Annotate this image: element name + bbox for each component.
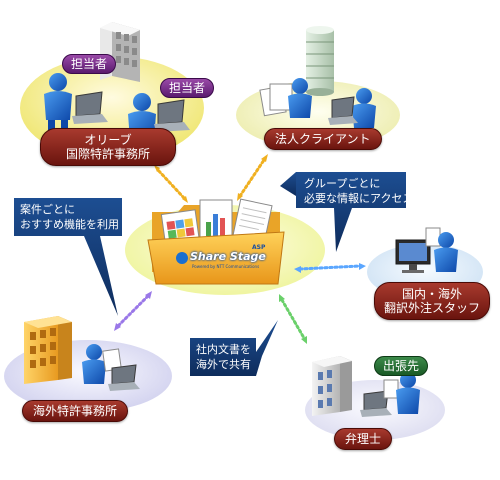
- olive-office-label: オリーブ 国際特許事務所: [40, 128, 176, 166]
- olive-office-label-line2: 国際特許事務所: [65, 147, 150, 161]
- share-stage-folder-icon: [147, 198, 285, 285]
- olive-person-icon: [44, 73, 72, 134]
- overseas-laptop-icon: [102, 348, 140, 391]
- client-laptop-icon: [328, 96, 358, 125]
- client-person-icon: [288, 78, 312, 118]
- connector-hub-client: [237, 154, 268, 201]
- staff-monitor-icon: [395, 239, 431, 273]
- share-stage-suffix: ASP: [252, 244, 266, 251]
- callout-recommend-line1: 案件ごとに: [20, 203, 75, 216]
- client-documents-icon: [259, 83, 293, 117]
- callout-share-overseas-line2: 海外で共有: [196, 358, 251, 371]
- client-person-icon-2: [352, 88, 376, 128]
- attorney-tag: 出張先: [374, 356, 429, 376]
- connector-hub-attorney: [279, 294, 307, 344]
- olive-laptop-icon: [72, 91, 108, 124]
- callout-recommend-line2: おすすめ機能を利用: [20, 218, 119, 231]
- callout-share-overseas-text: 社内文書を 海外で共有: [196, 342, 251, 372]
- share-stage-tagline: Powered by NTT Communications: [192, 264, 260, 269]
- connector-hub-olive: [154, 165, 188, 203]
- callout-share-overseas-line1: 社内文書を: [196, 343, 251, 356]
- attorney-laptop-icon: [360, 379, 399, 417]
- share-stage-mark-icon: [176, 252, 188, 264]
- staff-document-icon: [425, 227, 441, 247]
- overseas-office-building-icon: [24, 316, 72, 384]
- translation-staff-label-line2: 翻訳外注スタッフ: [383, 301, 480, 315]
- callout-recommend-text: 案件ごとに おすすめ機能を利用: [20, 202, 119, 232]
- translation-staff-label-line1: 国内・海外: [401, 287, 462, 301]
- callout-share-overseas-bubble: [190, 320, 278, 376]
- patent-attorney-label: 弁理士: [334, 428, 393, 450]
- olive-tag-right: 担当者: [160, 78, 215, 98]
- callout-group-access-bubble: [280, 172, 406, 252]
- overseas-office-label: 海外特許事務所: [22, 400, 129, 422]
- callout-group-access-text: グループごとに 必要な情報にアクセス: [304, 176, 413, 206]
- staff-person-icon: [434, 232, 458, 272]
- attorney-building-icon: [312, 356, 352, 416]
- share-stage-brand: Share Stage: [190, 250, 266, 263]
- callout-recommend-bubble: [14, 198, 122, 316]
- connector-hub-overseas: [114, 291, 152, 331]
- attorney-person-icon: [396, 372, 420, 414]
- corporate-client-tower-icon: [306, 26, 334, 96]
- translation-staff-label: 国内・海外 翻訳外注スタッフ: [374, 282, 490, 320]
- olive-office-label-line1: オリーブ: [84, 133, 132, 147]
- callout-group-access-line2: 必要な情報にアクセス: [304, 192, 414, 205]
- connector-hub-staff: [294, 263, 366, 273]
- olive-tag-left: 担当者: [62, 54, 117, 74]
- overseas-person-icon: [82, 344, 106, 384]
- corporate-client-label: 法人クライアント: [264, 128, 382, 150]
- callout-group-access-line1: グループごとに: [304, 177, 381, 190]
